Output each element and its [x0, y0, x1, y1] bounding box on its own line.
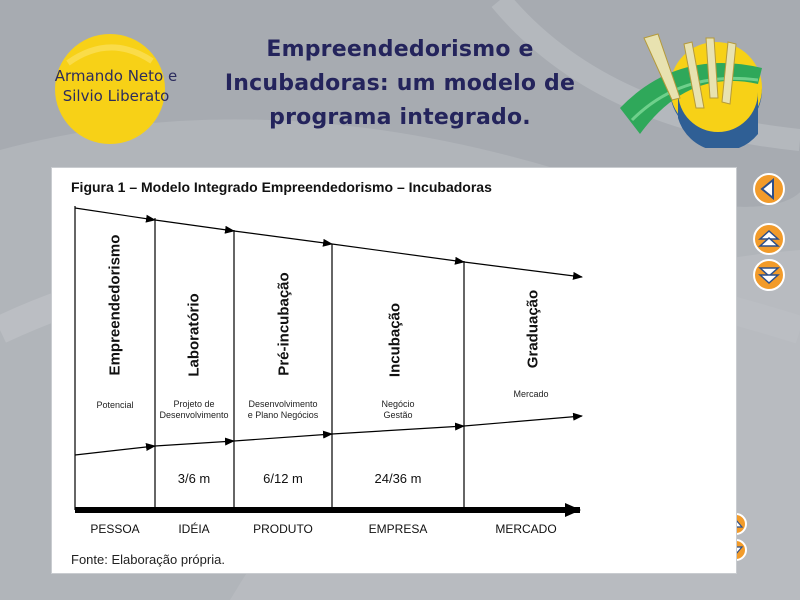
stage-title-graduacao: Graduação	[524, 289, 542, 369]
authors: Armando Neto e Silvio Liberato	[48, 66, 184, 106]
detail-line: Negócio	[381, 399, 415, 409]
logo-icon	[620, 33, 762, 148]
axis-label-mercado: MERCADO	[495, 522, 557, 536]
mid-arrow-1	[74, 443, 156, 456]
axis-label-empresa: EMPRESA	[368, 522, 428, 536]
stage-title-laboratorio: Laboratório	[185, 293, 203, 377]
figure-title: Figura 1 – Modelo Integrado Empreendedor…	[71, 179, 492, 195]
scroll-up-button[interactable]	[752, 222, 786, 256]
detail-line: Desenvolvimento	[159, 410, 229, 420]
figure-source: Fonte: Elaboração própria.	[71, 552, 225, 567]
authors-line-2: Silvio Liberato	[62, 87, 170, 105]
stage-detail-incubacao: Negócio Gestão	[381, 399, 414, 421]
model-diagram	[74, 206, 583, 517]
stage-title-pre-incubacao: Pré-incubação	[275, 272, 293, 376]
stage-detail-pre-incubacao: Desenvolvimento e Plano Negócios	[248, 399, 319, 421]
title-line-1: Empreendedorismo e	[266, 37, 534, 62]
detail-line: Potencial	[96, 400, 134, 410]
axis-label-ideia: IDÉIA	[178, 522, 210, 536]
mid-arrow-3	[233, 430, 333, 442]
page-title: Empreendedorismo e Incubadoras: um model…	[205, 33, 595, 135]
detail-line: Desenvolvimento	[248, 399, 318, 409]
title-line-3: programa integrado.	[269, 105, 531, 130]
author-badge-sun	[55, 34, 165, 144]
duration-laboratorio: 3/6 m	[177, 471, 211, 486]
authors-line-1: Armando Neto e	[54, 67, 178, 85]
detail-line: e Plano Negócios	[247, 410, 319, 420]
stage-detail-empreendedorismo: Potencial	[96, 400, 133, 411]
figure-panel: Figura 1 – Modelo Integrado Empreendedor…	[51, 167, 737, 574]
stage-detail-graduacao: Mercado	[513, 389, 548, 400]
double-up-arrow-icon	[758, 229, 780, 247]
scroll-down-button[interactable]	[752, 258, 786, 292]
top-arrow-1	[74, 207, 156, 223]
mid-arrow-4	[331, 422, 465, 435]
prev-slide-button[interactable]	[752, 172, 786, 206]
mid-arrow-5	[463, 412, 583, 427]
top-arrow-3	[233, 230, 333, 247]
top-arrow-5	[463, 261, 583, 280]
duration-pre-incubacao: 6/12 m	[263, 471, 303, 486]
duration-incubacao: 24/36 m	[374, 471, 422, 486]
axis-label-produto: PRODUTO	[253, 522, 313, 536]
stage-detail-laboratorio: Projeto de Desenvolvimento	[159, 399, 228, 421]
detail-line: Gestão	[383, 410, 413, 420]
top-arrow-4	[331, 243, 465, 265]
detail-line: Mercado	[513, 389, 549, 399]
mid-arrow-2	[154, 437, 235, 447]
title-line-2: Incubadoras: um modelo de	[224, 71, 576, 96]
top-arrow-2	[154, 219, 235, 234]
left-arrow-icon	[760, 177, 774, 201]
stage-title-incubacao: Incubação	[386, 302, 404, 378]
axis-label-pessoa: PESSOA	[90, 522, 140, 536]
double-down-arrow-icon	[758, 267, 780, 285]
stage-title-empreendedorismo: Empreendedorismo	[106, 234, 124, 376]
detail-line: Projeto de	[173, 399, 215, 409]
